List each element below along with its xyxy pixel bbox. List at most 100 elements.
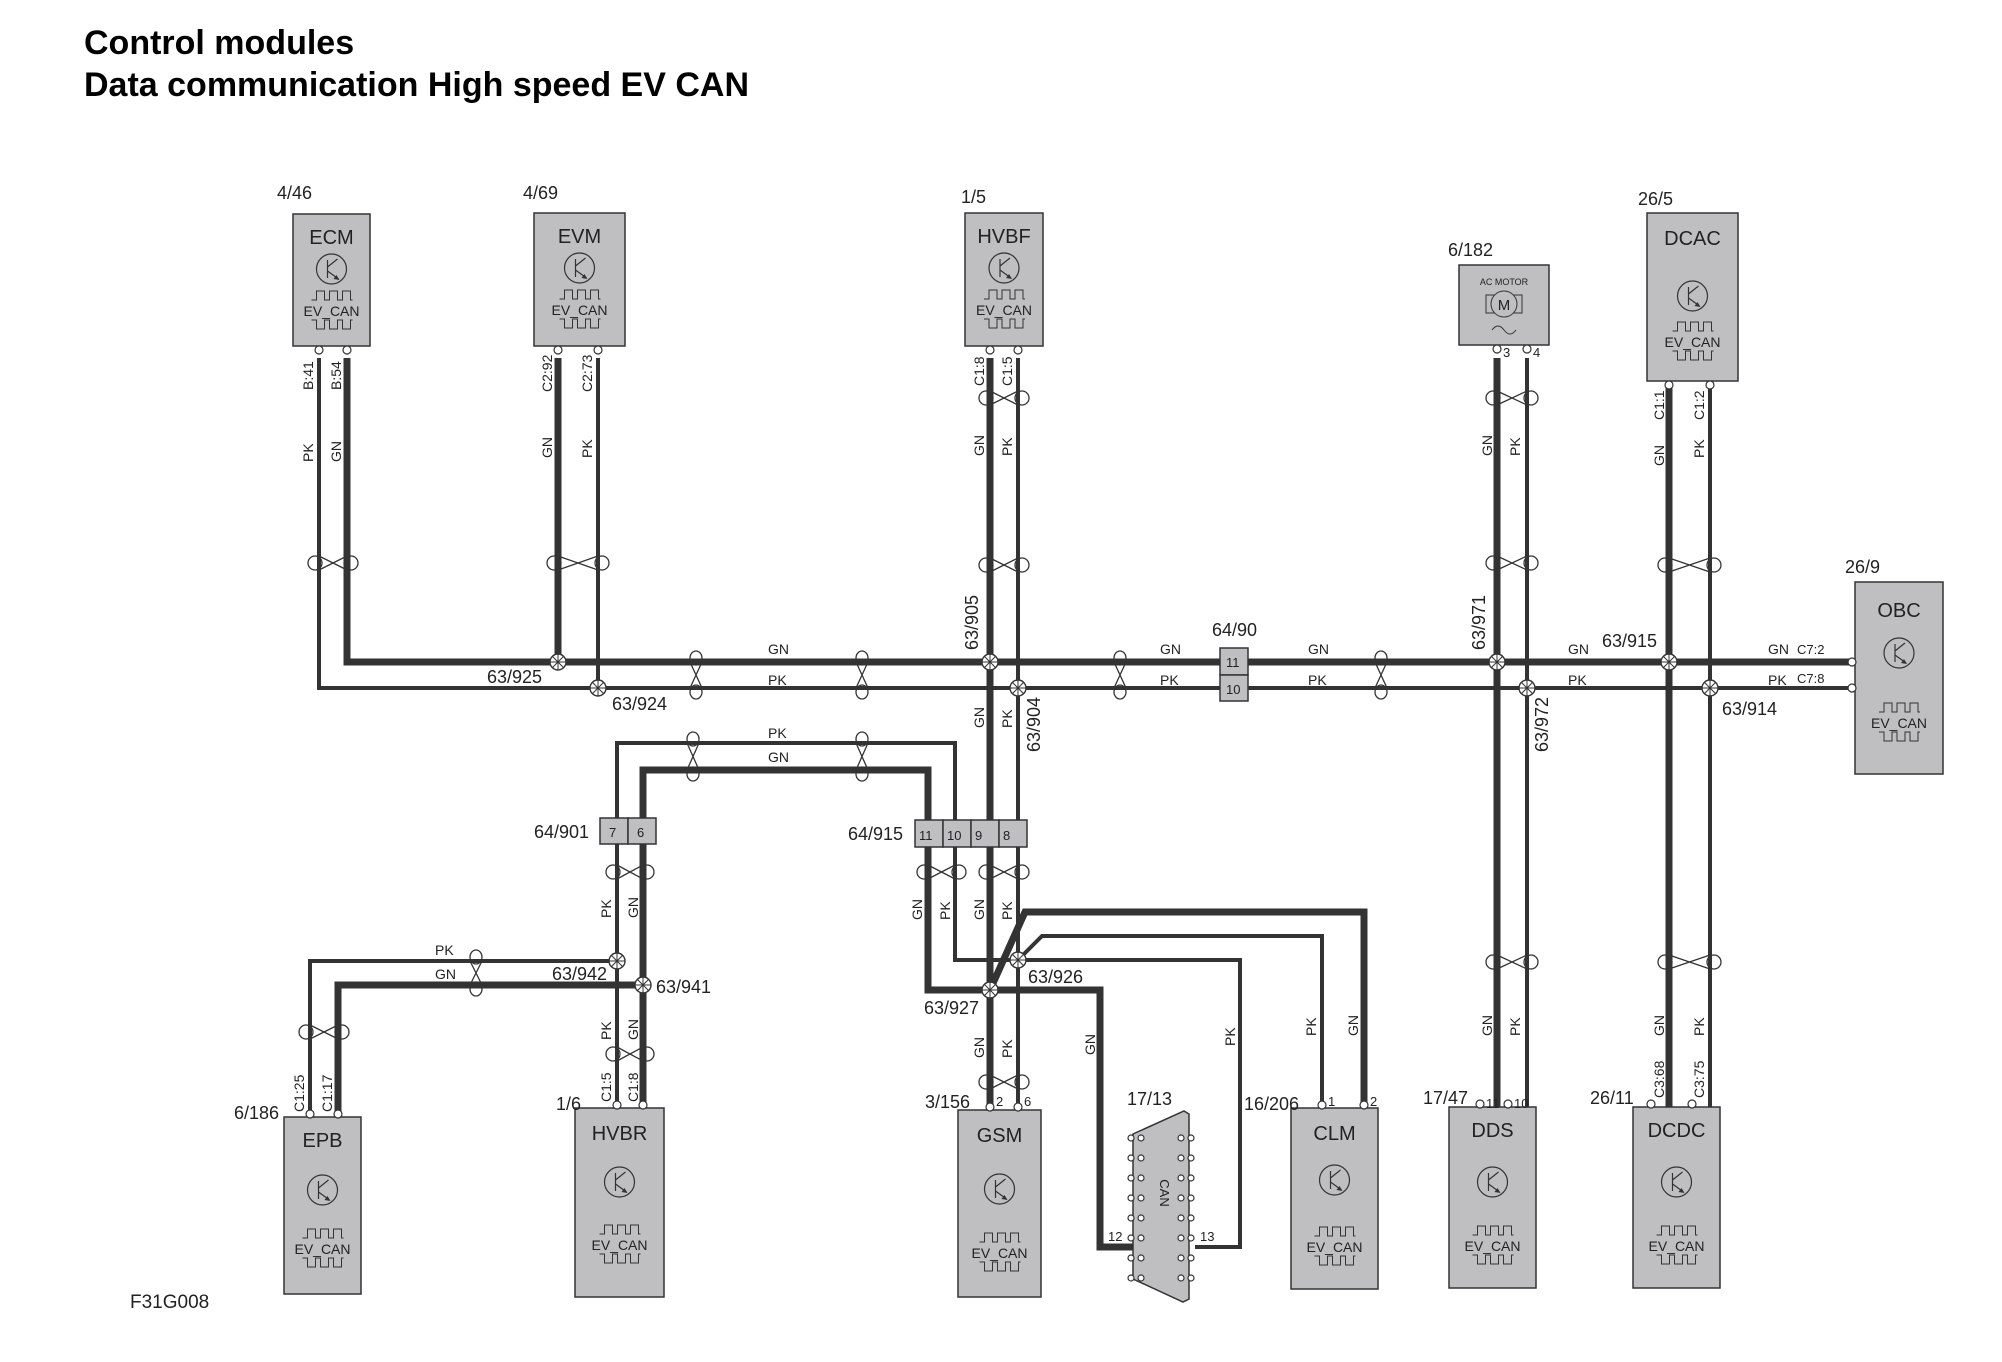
pin-terminal [638, 1100, 648, 1110]
pin-label: 11 [1486, 1096, 1500, 1111]
connector-pin [1187, 1174, 1195, 1182]
pin-terminal [985, 345, 995, 355]
twist-marker [978, 1074, 1030, 1090]
wire-color-label: C1:5 [598, 1072, 614, 1102]
module-name: EVM [558, 226, 601, 248]
splice-point [981, 653, 999, 671]
wire-color-label: PK [1768, 672, 1787, 688]
wire-color-label: PK [999, 709, 1015, 728]
wire-color-label: PK [999, 1039, 1015, 1058]
pin-label: 2 [1370, 1094, 1377, 1109]
splice-point [1660, 653, 1678, 671]
twist-marker [1485, 555, 1539, 571]
module-box [292, 213, 371, 347]
wire-color-label: PK [579, 439, 595, 458]
connector-ref: 64/915 [848, 824, 903, 844]
pin-terminal [1503, 1099, 1513, 1109]
twist-marker [298, 1024, 350, 1040]
wire-color-label: PK [1568, 672, 1587, 688]
twist-marker [307, 555, 359, 571]
wire-color-label: C2:92 [539, 354, 555, 392]
twist-marker [978, 390, 1030, 406]
transistor-icon [988, 252, 1020, 284]
connector-pin: 10 [947, 828, 961, 843]
connector-pin: 8 [1003, 828, 1010, 843]
pk-loop [615, 741, 957, 820]
twist-marker [605, 1046, 655, 1062]
connector-pin [1127, 1274, 1135, 1282]
splice-label: 63/941 [656, 977, 711, 997]
can-waveform-icon [984, 289, 1025, 329]
pin-terminal [314, 345, 324, 355]
module-name: DCAC [1664, 228, 1721, 250]
connector-pin [1137, 1154, 1145, 1162]
can-waveform-icon [979, 1232, 1021, 1272]
wire-color-label: C2:73 [579, 354, 595, 392]
wire-color-label: GN [1651, 1015, 1667, 1036]
splice-label: 63/971 [1469, 595, 1489, 650]
pin-terminal [1847, 683, 1857, 693]
module-name: HVBF [977, 226, 1030, 248]
connector-pin [1137, 1174, 1145, 1182]
splice-label: 63/925 [487, 667, 542, 687]
twist-marker [546, 555, 610, 571]
pin-terminal [612, 1100, 622, 1110]
connector-pin [1187, 1254, 1195, 1262]
splice-label: 63/927 [924, 998, 979, 1018]
wire-color-label: GN [625, 897, 641, 918]
pin-terminal [1664, 380, 1674, 390]
pin-label: 12 [1108, 1229, 1122, 1244]
pin-label: 13 [1200, 1229, 1214, 1244]
bus-label: EV_CAN [591, 1237, 647, 1253]
pin-terminal [1687, 1099, 1697, 1109]
splice-point [634, 976, 652, 994]
pin-label: 6 [1024, 1094, 1031, 1109]
wire-color-label: PK [1222, 1027, 1238, 1046]
splice-label: 63/904 [1024, 697, 1044, 752]
dlc-connector: CAN [1127, 1110, 1195, 1303]
splice-point [589, 679, 607, 697]
splice-point [1488, 653, 1506, 671]
connector-pin [1137, 1194, 1145, 1202]
splice-point [549, 653, 567, 671]
wire-color-label: GN [971, 1037, 987, 1058]
wire-color-label: C3:68 [1651, 1060, 1667, 1098]
wire-color-label: PK [1303, 1017, 1319, 1036]
bus-label: EV_CAN [1648, 1238, 1704, 1254]
wire-color-label: B:41 [300, 361, 316, 390]
twist-marker [689, 650, 703, 700]
splice-point [1009, 679, 1027, 697]
bus-label: EV_CAN [1306, 1239, 1362, 1255]
connector-pin [1187, 1214, 1195, 1222]
can-waveform-icon [599, 1224, 641, 1264]
transistor-icon [306, 1174, 339, 1206]
transistor-icon [603, 1166, 636, 1198]
diagram-subtitle: Data communication High speed EV CAN [84, 66, 749, 104]
connector-pin [1187, 1274, 1195, 1282]
wire-color-label: C1:8 [625, 1072, 641, 1102]
twist-marker [605, 864, 655, 880]
connector-pin [1187, 1154, 1195, 1162]
pin-label: 4 [1533, 345, 1540, 360]
module-box [1290, 1107, 1379, 1290]
connector-pin [1127, 1134, 1135, 1142]
wire-color-label: PK [598, 899, 614, 918]
wire-color-label: B:54 [328, 361, 344, 390]
splice-label: 63/914 [1722, 699, 1777, 719]
bus-label: EV_CAN [1871, 715, 1927, 731]
gn-clm [986, 908, 1368, 1120]
gn-loop [639, 766, 932, 820]
wire-color-label: GN [328, 441, 344, 462]
pk-main-bus [317, 358, 1852, 690]
wire-color-label: PK [768, 672, 787, 688]
twist-markers [298, 390, 1722, 1090]
gn-main-bus [343, 358, 1852, 666]
pk-wire [953, 847, 1018, 962]
